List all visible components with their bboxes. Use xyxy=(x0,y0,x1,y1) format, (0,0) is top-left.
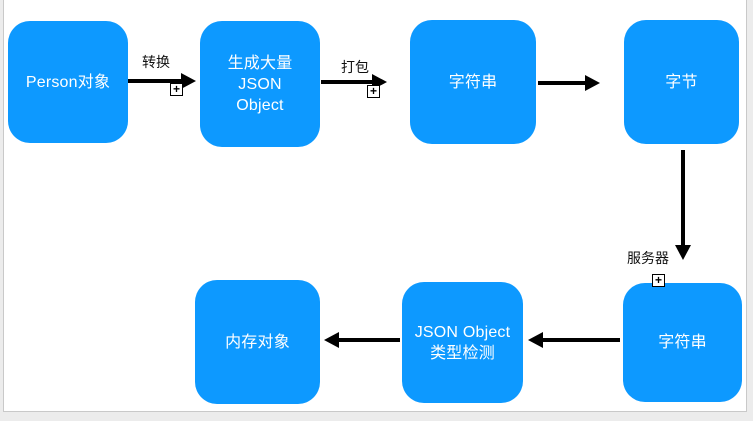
arrowhead-right-icon xyxy=(181,73,196,89)
arrow-byte-to-server xyxy=(674,150,692,260)
arrow-shaft xyxy=(681,150,685,248)
node-person-object[interactable]: Person对象 xyxy=(8,21,128,143)
edge-label-pack: 打包 xyxy=(341,59,369,75)
plus-icon[interactable]: + xyxy=(652,274,665,287)
node-label-line: 生成大量 xyxy=(227,54,293,72)
arrowhead-left-icon xyxy=(528,332,543,348)
node-string-top[interactable]: 字符串 xyxy=(410,20,536,144)
arrowhead-down-icon xyxy=(675,245,691,260)
arrow-shaft xyxy=(538,81,588,85)
arrow-string-to-typecheck xyxy=(528,331,620,349)
node-label-line: 类型检测 xyxy=(430,344,495,362)
node-memory-object[interactable]: 内存对象 xyxy=(195,280,320,404)
arrowhead-right-icon xyxy=(585,75,600,91)
node-label: 字符串 xyxy=(658,334,707,351)
node-json-type-check[interactable]: JSON Object 类型检测 xyxy=(402,282,523,403)
node-generate-json[interactable]: 生成大量 JSON Object xyxy=(200,21,320,147)
edge-label-server: 服务器 xyxy=(627,250,669,266)
arrow-shaft xyxy=(336,338,400,342)
arrow-typecheck-to-memory xyxy=(324,331,400,349)
arrow-string-to-byte xyxy=(538,74,600,92)
plus-icon[interactable]: + xyxy=(170,83,183,96)
node-label-line: JSON xyxy=(238,75,282,93)
node-byte[interactable]: 字节 xyxy=(624,20,739,144)
node-label-line: Object xyxy=(236,96,284,114)
node-label: 内存对象 xyxy=(225,333,290,351)
node-string-bottom[interactable]: 字符串 xyxy=(623,283,742,402)
arrow-shaft xyxy=(128,79,184,83)
edge-label-convert: 转换 xyxy=(142,54,170,70)
arrow-convert xyxy=(128,72,196,90)
node-label: 字符串 xyxy=(448,73,498,91)
node-label-line: JSON Object xyxy=(414,323,511,341)
node-label: 字节 xyxy=(665,73,698,91)
node-label: Person对象 xyxy=(25,73,111,91)
plus-icon[interactable]: + xyxy=(367,85,380,98)
arrowhead-left-icon xyxy=(324,332,339,348)
arrow-shaft xyxy=(321,80,375,84)
arrow-shaft xyxy=(540,338,620,342)
